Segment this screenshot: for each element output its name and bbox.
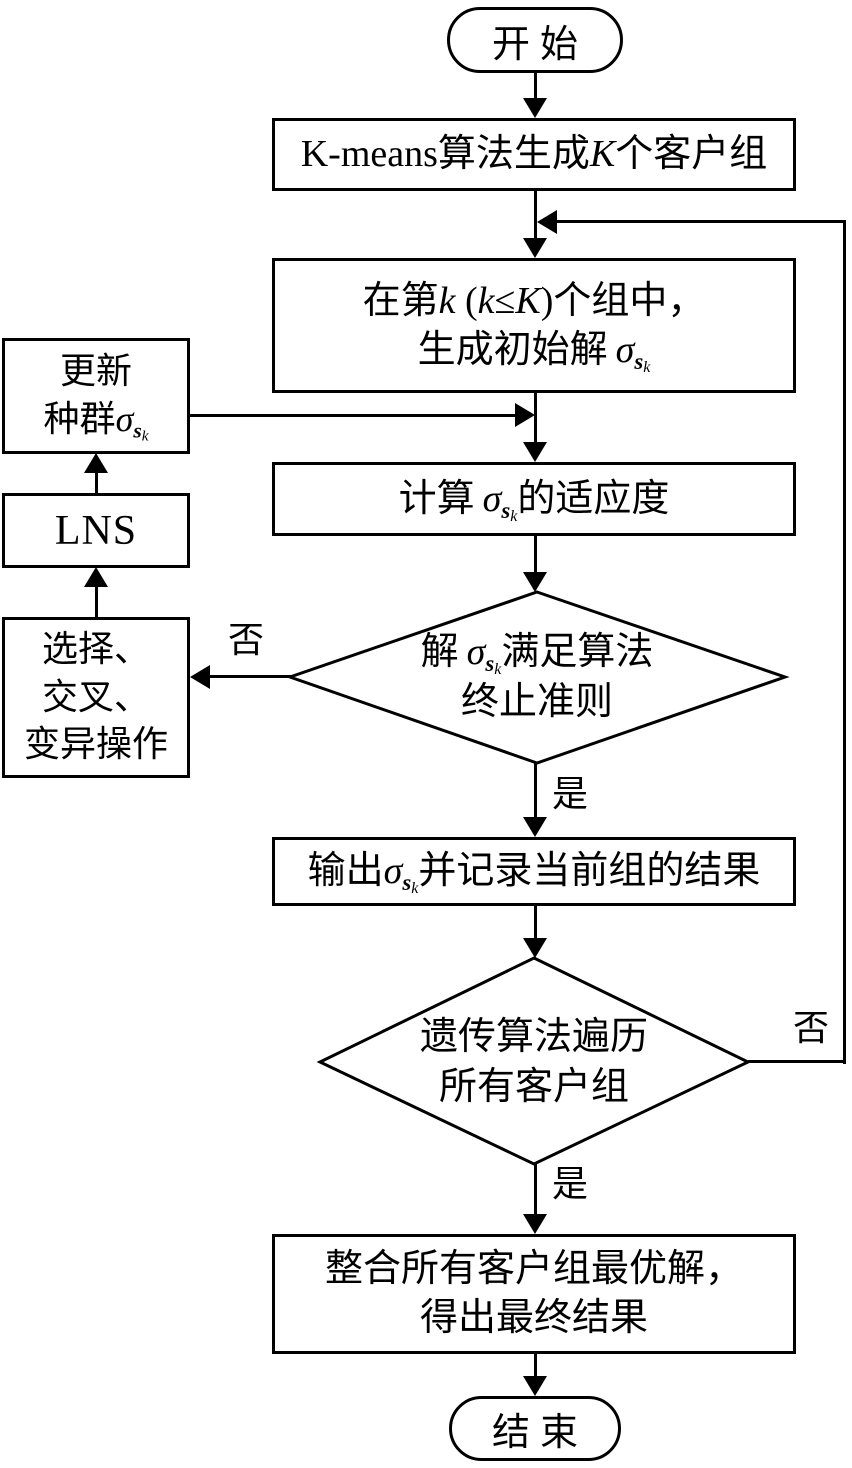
branch-label-no-right: 否 (793, 1008, 830, 1048)
sigma-sk-symbol: σsk (383, 850, 419, 898)
connector-criteria-select (208, 675, 292, 678)
selection-line1: 选择、 (41, 629, 150, 670)
sigma-sk-symbol: σsk (466, 630, 502, 678)
sigma-sk-symbol: σsk (115, 399, 149, 445)
selection-process: 选择、 交叉、 变异操作 (2, 617, 190, 778)
connector-select-lns (95, 585, 98, 618)
arrowhead-down-icon (523, 817, 547, 837)
kmeans-process: K-means算法生成K个客户组 (272, 118, 796, 191)
traverse-decision-shape (316, 956, 752, 1166)
connector-update-mainline (190, 414, 517, 417)
integrate-process: 整合所有客户组最优解， 得出最终结果 (272, 1234, 796, 1354)
selection-line3: 变异操作 (23, 724, 168, 765)
arrowhead-right-icon (515, 403, 535, 427)
arrowhead-down-icon (523, 1214, 547, 1234)
arrowhead-down-icon (523, 238, 547, 258)
traverse-decision-text: 遗传算法遍历 所有客户组 (354, 985, 714, 1139)
traverse-line2: 所有客户组 (438, 1066, 629, 1108)
arrowhead-up-icon (84, 567, 108, 587)
traverse-decision (316, 956, 752, 1166)
arrowhead-left-icon (537, 210, 557, 234)
connector-integrate-end (534, 1354, 537, 1380)
output-process: 输出σsk并记录当前组的结果 (272, 837, 796, 906)
update-line1: 更新 (59, 351, 132, 392)
update-population-process: 更新 种群σsk (2, 338, 190, 454)
end-label: 结束 (491, 1412, 588, 1454)
arrowhead-down-icon (523, 1376, 547, 1396)
connector-initgroup-fitness (534, 393, 537, 445)
arrowhead-left-icon (190, 665, 210, 689)
kmeans-label: K-means算法生成K个客户组 (300, 133, 768, 176)
init-solution-line1: 在第k (k≤K)个组中， (362, 279, 706, 322)
loopback-horizontal-line (553, 220, 846, 223)
termination-decision (285, 590, 790, 765)
branch-label-yes-1: 是 (552, 774, 589, 814)
termination-decision-shape (285, 590, 790, 765)
connector-criteria-output (534, 763, 537, 820)
end-terminal: 结束 (449, 1396, 621, 1461)
arrowhead-down-icon (523, 938, 547, 958)
connector-kmeans-initgroup (534, 191, 537, 241)
arrowhead-down-icon (523, 572, 547, 592)
start-terminal: 开始 (447, 7, 623, 73)
branch-label-no-left: 否 (228, 620, 265, 660)
lns-label: LNS (54, 507, 138, 554)
connector-fitness-criteria (534, 536, 537, 574)
connector-output-traverse (534, 906, 537, 941)
output-label: 输出σsk并记录当前组的结果 (307, 850, 761, 898)
start-label: 开始 (491, 23, 588, 66)
termination-line2: 终止准则 (460, 681, 613, 723)
sigma-sk-symbol: σsk (482, 477, 518, 525)
arrowhead-down-icon (523, 442, 547, 462)
connector-traverse-loopback (748, 1060, 846, 1063)
integrate-line2: 得出最终结果 (419, 1297, 648, 1339)
connector-lns-update (95, 471, 98, 495)
sigma-sk-symbol: σsk (615, 328, 651, 376)
selection-line2: 交叉、 (41, 676, 150, 717)
lns-process: LNS (2, 493, 190, 568)
traverse-line1: 遗传算法遍历 (419, 1015, 648, 1058)
arrowhead-up-icon (84, 453, 108, 473)
integrate-line1: 整合所有客户组最优解， (324, 1248, 743, 1291)
loopback-vertical-line (843, 220, 846, 1064)
update-line2: 种群σsk (43, 399, 149, 445)
connector-traverse-integrate (534, 1164, 537, 1217)
arrowhead-down-icon (523, 98, 547, 118)
connector-start-kmeans (534, 72, 537, 102)
branch-label-yes-2: 是 (552, 1164, 589, 1204)
